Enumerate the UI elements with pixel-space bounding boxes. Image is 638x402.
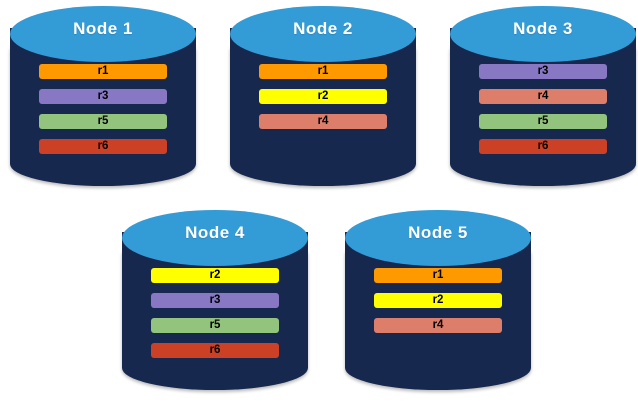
replica-list: r2 r3 r5 r6 — [122, 268, 308, 358]
replica-bar: r4 — [374, 318, 502, 333]
replica-bar: r4 — [259, 114, 387, 129]
cylinder-top-ellipse — [10, 6, 196, 62]
cylinder-top-ellipse — [450, 6, 636, 62]
cylinder-top-ellipse — [122, 210, 308, 266]
replica-bar: r6 — [151, 343, 279, 358]
replica-bar: r2 — [259, 89, 387, 104]
replica-bar: r3 — [39, 89, 167, 104]
replica-bar: r2 — [151, 268, 279, 283]
cylinder-top-ellipse — [345, 210, 531, 266]
replica-bar: r5 — [479, 114, 607, 129]
replica-bar: r1 — [39, 64, 167, 79]
node-title: Node 4 — [185, 223, 245, 242]
node-cylinder-5: Node 5 r1 r2 r4 — [345, 210, 531, 392]
replica-bar: r5 — [151, 318, 279, 333]
replica-bar: r3 — [479, 64, 607, 79]
replica-bar: r4 — [479, 89, 607, 104]
replica-bar: r5 — [39, 114, 167, 129]
replica-bar: r1 — [374, 268, 502, 283]
replica-bar: r3 — [151, 293, 279, 308]
replica-bar: r6 — [479, 139, 607, 154]
replica-list: r1 r2 r4 — [345, 268, 531, 333]
node-title: Node 1 — [73, 19, 133, 38]
replica-bar: r1 — [259, 64, 387, 79]
node-cylinder-2: Node 2 r1 r2 r4 — [230, 6, 416, 188]
node-cylinder-1: Node 1 r1 r3 r5 r6 — [10, 6, 196, 188]
node-title: Node 5 — [408, 223, 468, 242]
replica-list: r1 r2 r4 — [230, 64, 416, 129]
replica-list: r3 r4 r5 r6 — [450, 64, 636, 154]
node-cylinder-4: Node 4 r2 r3 r5 r6 — [122, 210, 308, 392]
node-cylinder-3: Node 3 r3 r4 r5 r6 — [450, 6, 636, 188]
replica-list: r1 r3 r5 r6 — [10, 64, 196, 154]
node-title: Node 3 — [513, 19, 573, 38]
node-title: Node 2 — [293, 19, 353, 38]
replica-bar: r6 — [39, 139, 167, 154]
replica-bar: r2 — [374, 293, 502, 308]
cylinder-top-ellipse — [230, 6, 416, 62]
